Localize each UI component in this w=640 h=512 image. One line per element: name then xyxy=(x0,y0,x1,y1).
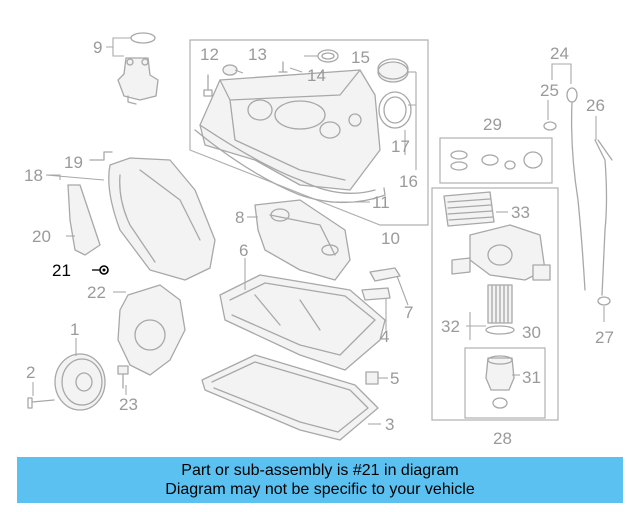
callout-19: 19 xyxy=(64,153,83,172)
callout-25: 25 xyxy=(540,81,559,100)
seal-kit-part xyxy=(450,150,543,171)
filter-cap-part xyxy=(485,355,515,391)
callout-12: 12 xyxy=(200,45,219,64)
tube-o-ring-part xyxy=(597,296,611,306)
callout-31: 31 xyxy=(522,368,541,387)
callout-1: 1 xyxy=(70,320,79,339)
callout-8: 8 xyxy=(235,208,244,227)
oil-pan-upper-part xyxy=(219,274,386,371)
filter-cap-box xyxy=(464,347,546,419)
timing-cover-upper-part xyxy=(108,157,216,281)
cap-seal-part xyxy=(317,49,339,63)
callout-33: 33 xyxy=(511,203,530,222)
callout-21-highlighted: 21 xyxy=(52,261,71,280)
callout-13: 13 xyxy=(248,45,267,64)
valve-cover-part xyxy=(199,69,381,194)
oil-baffle-7-part xyxy=(369,267,401,282)
callout-17: 17 xyxy=(391,137,410,156)
callout-29: 29 xyxy=(483,115,502,134)
grommet-13-part xyxy=(222,64,238,76)
callout-10: 10 xyxy=(381,229,400,248)
drain-plug-part xyxy=(365,371,379,385)
callout-26: 26 xyxy=(586,96,605,115)
callout-27: 27 xyxy=(595,328,614,347)
banner-line-part-info: Part or sub-assembly is #21 in diagram xyxy=(181,462,459,479)
banner-line-disclaimer: Diagram may not be specific to your vehi… xyxy=(165,481,475,498)
callout-16: 16 xyxy=(399,172,418,191)
callout-4: 4 xyxy=(380,327,389,346)
dipstick-seal-part xyxy=(543,121,557,131)
oil-baffle-4-part xyxy=(361,287,391,301)
callout-7: 7 xyxy=(404,303,413,322)
dipstick-tube-part xyxy=(594,139,613,296)
callout-15: 15 xyxy=(351,48,370,67)
timing-cover-seal-part xyxy=(89,151,113,161)
info-banner: Part or sub-assembly is #21 in diagram D… xyxy=(17,457,623,503)
callout-18: 18 xyxy=(24,166,43,185)
pulley-bolt-part xyxy=(27,397,55,409)
callout-28: 28 xyxy=(493,429,512,448)
oil-level-sensor-part xyxy=(117,32,159,105)
callout-9: 9 xyxy=(93,38,102,57)
callout-11: 11 xyxy=(372,193,390,212)
cover-seal-ring-part xyxy=(378,91,412,129)
callout-6: 6 xyxy=(239,241,248,260)
bolt-12-part xyxy=(203,74,213,97)
bolt-23-part xyxy=(117,365,129,389)
highlighted-part-21 xyxy=(92,265,109,275)
callout-14: 14 xyxy=(307,66,326,85)
oil-filter-housing-part xyxy=(451,224,551,281)
parts-diagram: 1 2 3 4 5 6 7 8 9 10 11 12 13 14 15 16 1… xyxy=(24,32,614,448)
valve-cover-gasket-part xyxy=(194,129,386,204)
intake-housing-part xyxy=(254,199,351,281)
callout-5: 5 xyxy=(390,369,399,388)
stud-14-part xyxy=(278,61,288,73)
callout-2: 2 xyxy=(26,363,35,382)
oil-filter-housing-box xyxy=(431,187,559,421)
oil-cooler-seals-box xyxy=(439,137,553,184)
dipstick-part xyxy=(566,87,586,291)
valve-cover-group-box xyxy=(189,39,429,226)
callout-22: 22 xyxy=(87,283,106,302)
oil-pan-lower-part xyxy=(201,354,379,441)
callout-20: 20 xyxy=(32,227,51,246)
callout-23: 23 xyxy=(119,395,138,414)
oil-filter-element-part xyxy=(485,284,515,335)
callout-24: 24 xyxy=(550,44,569,63)
callout-30: 30 xyxy=(522,323,541,342)
callout-3: 3 xyxy=(385,415,394,434)
callout-32: 32 xyxy=(441,317,460,336)
crank-pulley-part xyxy=(54,353,106,411)
timing-cover-inner-part xyxy=(67,184,101,256)
oil-cooler-part xyxy=(443,191,495,227)
cap-gasket-part xyxy=(492,397,508,409)
filler-cap-part xyxy=(377,58,409,83)
timing-cover-lower-part xyxy=(117,284,186,376)
